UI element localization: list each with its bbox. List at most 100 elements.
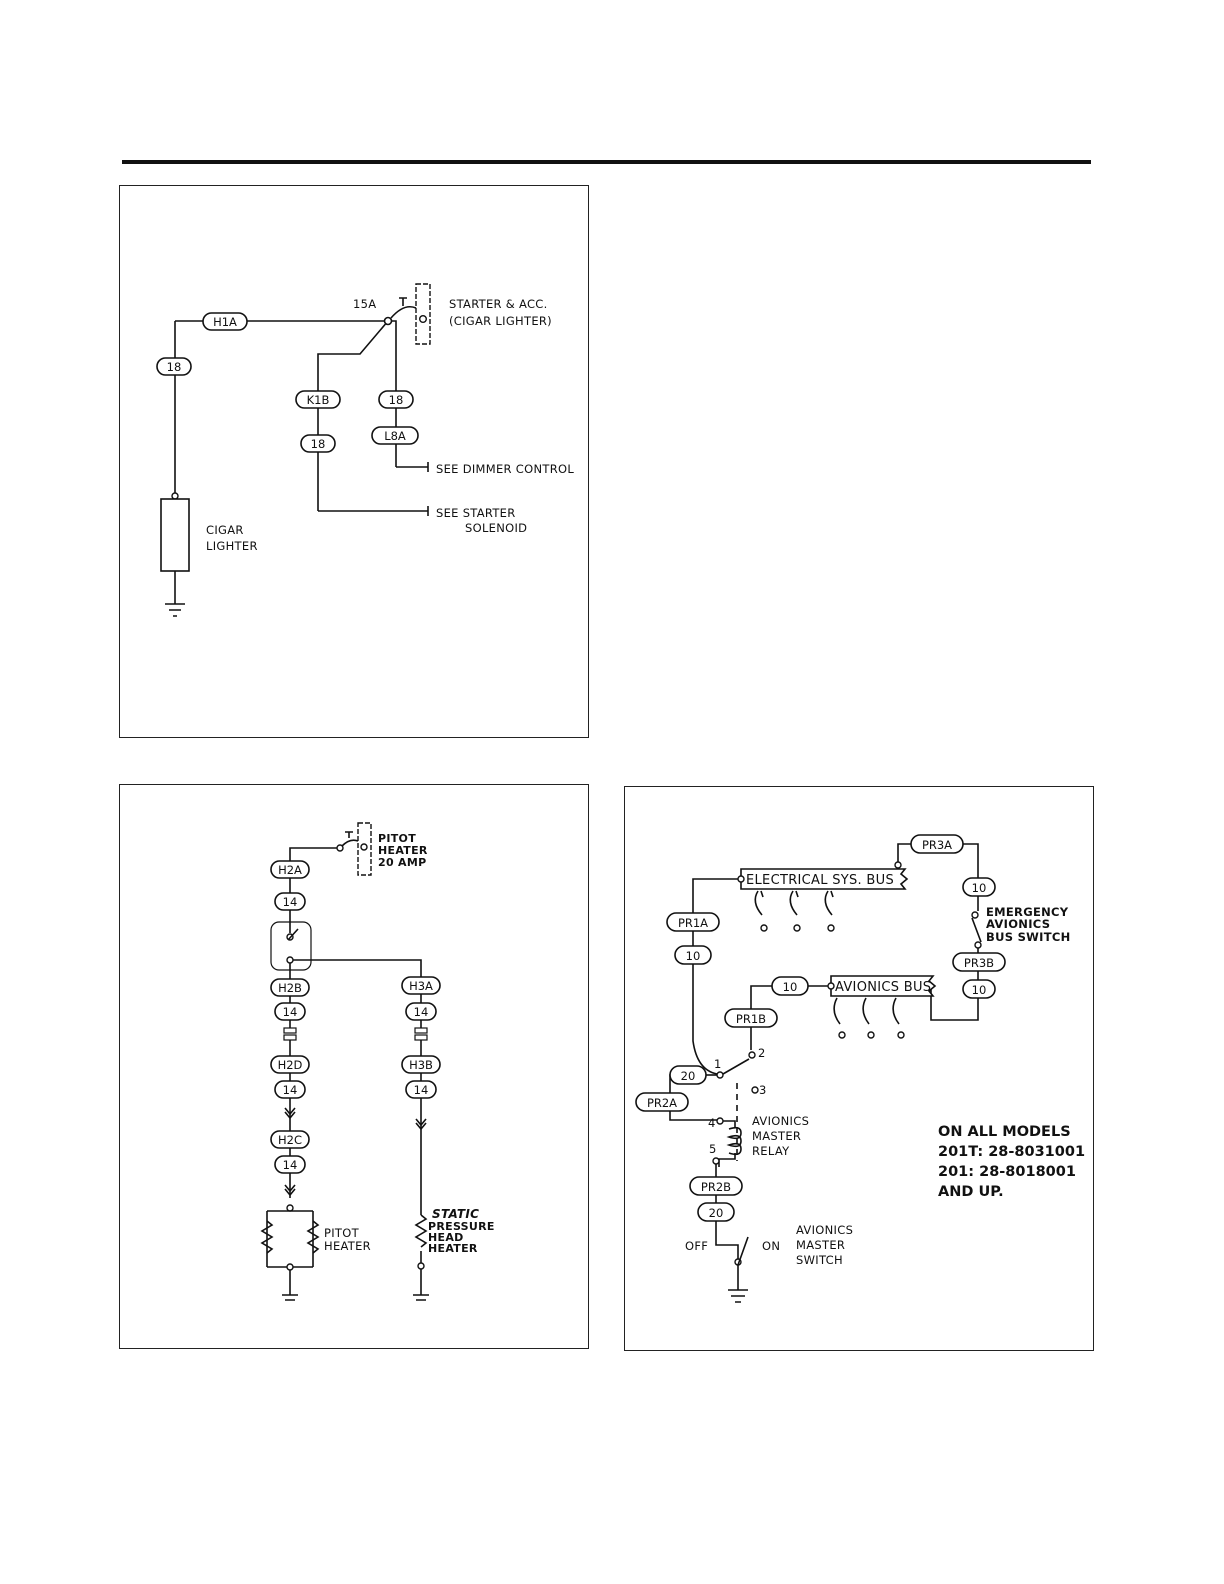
device-label: LIGHTER	[206, 539, 258, 553]
model-note: 201T: 28-8031001	[938, 1144, 1085, 1160]
svg-text:20: 20	[681, 1069, 696, 1083]
wire-tag-h2a: H2A	[270, 860, 310, 879]
svg-text:10: 10	[783, 980, 798, 994]
svg-text:PR2B: PR2B	[701, 1180, 731, 1194]
relay-pin: 2	[758, 1046, 766, 1060]
breaker-label: PITOT	[378, 832, 416, 845]
heater-label: HEATER	[324, 1239, 371, 1253]
static-heater-label: HEATER	[428, 1242, 478, 1255]
static-heater-label: HEAD	[428, 1231, 464, 1244]
svg-text:H2D: H2D	[278, 1058, 303, 1072]
svg-text:14: 14	[283, 895, 298, 909]
wire-tag-10: 10	[771, 976, 809, 996]
wire-tag-pr2b: PR2B	[689, 1176, 743, 1196]
svg-text:L8A: L8A	[384, 429, 406, 443]
relay-label: MASTER	[752, 1129, 801, 1143]
wire-tag-10: 10	[962, 979, 996, 999]
master-switch-label: MASTER	[796, 1238, 845, 1252]
model-note: ON ALL MODELS	[938, 1124, 1071, 1140]
static-heater-label: PRESSURE	[428, 1220, 495, 1233]
wire-tag-18: 18	[300, 434, 336, 453]
wire-tag-k1b: K1B	[295, 390, 341, 409]
svg-text:10: 10	[972, 983, 987, 997]
pitot-heater-diagram: H2A 14 H2B 14 H2D 14 H2C 14 H3A 14 H3B 1…	[119, 784, 589, 1349]
model-note: 201: 28-8018001	[938, 1164, 1076, 1180]
ref-starter: SOLENOID	[465, 521, 527, 535]
wire-tag-10: 10	[674, 945, 712, 965]
wire-tag-14: 14	[274, 1002, 306, 1021]
svg-text:14: 14	[283, 1083, 298, 1097]
wire-tag-pr1a: PR1A	[666, 912, 720, 932]
switch-off-label: OFF	[685, 1239, 708, 1253]
wire-tag-pr3a: PR3A	[910, 834, 964, 854]
wire-tag-18: 18	[378, 390, 414, 409]
svg-text:14: 14	[414, 1083, 429, 1097]
svg-text:H2A: H2A	[278, 863, 302, 877]
wire-tag-20: 20	[669, 1065, 707, 1085]
wire-tag-pr1b: PR1B	[724, 1008, 778, 1028]
breaker-label: STARTER & ACC.	[449, 297, 548, 311]
static-heater-label: STATIC	[432, 1207, 479, 1221]
svg-text:H2C: H2C	[278, 1133, 302, 1147]
wire-tag-10: 10	[962, 877, 996, 897]
device-label: CIGAR	[206, 523, 244, 537]
svg-text:10: 10	[972, 881, 987, 895]
svg-text:14: 14	[283, 1005, 298, 1019]
ref-dimmer: SEE DIMMER CONTROL	[436, 462, 574, 476]
wire-tag-l8a: L8A	[371, 426, 419, 445]
svg-text:18: 18	[167, 360, 182, 374]
wire-tag-pr2a: PR2A	[635, 1092, 689, 1112]
ref-starter: SEE STARTER	[436, 506, 516, 520]
svg-text:PR1B: PR1B	[736, 1012, 766, 1026]
breaker-rating: 15A	[353, 297, 376, 311]
wire-tag-h3b: H3B	[401, 1055, 441, 1074]
svg-text:PR3B: PR3B	[964, 956, 994, 970]
breaker-label: HEATER	[378, 844, 428, 857]
relay-label: RELAY	[752, 1144, 790, 1158]
wire-tag-14: 14	[405, 1002, 437, 1021]
svg-text:18: 18	[311, 437, 326, 451]
model-note: AND UP.	[938, 1184, 1004, 1200]
emergency-switch-label: EMERGENCY	[986, 905, 1069, 919]
wire-tag-pr3b: PR3B	[952, 952, 1006, 972]
wire-tag-14: 14	[274, 1080, 306, 1099]
master-switch-label: SWITCH	[796, 1253, 843, 1267]
breaker-label: 20 AMP	[378, 856, 426, 869]
wire-tag-14: 14	[405, 1080, 437, 1099]
svg-text:PR2A: PR2A	[647, 1096, 677, 1110]
wire-tag-h2d: H2D	[270, 1055, 310, 1074]
cigar-lighter-diagram: H1A 18 K1B 18 18 L8A 15A STARTER & ACC. …	[119, 185, 589, 738]
breaker-label: (CIGAR LIGHTER)	[449, 314, 552, 328]
svg-text:20: 20	[709, 1206, 724, 1220]
svg-text:H2B: H2B	[278, 981, 302, 995]
electrical-sys-bus: ELECTRICAL SYS. BUS	[746, 873, 894, 888]
relay-pin: 5	[709, 1142, 717, 1156]
wire-tag-h2b: H2B	[270, 978, 310, 997]
svg-text:10: 10	[686, 949, 701, 963]
wire-tag-h3a: H3A	[401, 976, 441, 995]
wire-tag-18: 18	[156, 357, 192, 376]
wire-tag-h1a: H1A	[202, 312, 248, 331]
wire-tag-14: 14	[274, 1155, 306, 1174]
master-switch-label: AVIONICS	[796, 1223, 853, 1237]
svg-text:PR3A: PR3A	[922, 838, 952, 852]
svg-text:H3B: H3B	[409, 1058, 433, 1072]
emergency-switch-label: BUS SWITCH	[986, 930, 1071, 944]
relay-label: AVIONICS	[752, 1114, 809, 1128]
svg-text:18: 18	[389, 393, 404, 407]
svg-text:K1B: K1B	[307, 393, 330, 407]
svg-text:14: 14	[283, 1158, 298, 1172]
relay-pin: 1	[714, 1057, 722, 1071]
wire-tag-20: 20	[697, 1202, 735, 1222]
header-rule	[122, 160, 1091, 164]
svg-text:PR1A: PR1A	[678, 916, 708, 930]
wire-tag-h2c: H2C	[270, 1130, 310, 1149]
relay-pin: 4	[708, 1116, 716, 1130]
relay-pin: 3	[759, 1083, 767, 1097]
avionics-bus: AVIONICS BUS	[835, 980, 931, 995]
emergency-switch-label: AVIONICS	[986, 917, 1050, 931]
svg-text:H1A: H1A	[213, 315, 237, 329]
wire-tag-14: 14	[274, 892, 306, 911]
avionics-master-diagram: PR3A 10 PR3B 10 PR1A 10 10 PR1B 20 PR2A …	[624, 786, 1094, 1351]
svg-text:H3A: H3A	[409, 979, 433, 993]
